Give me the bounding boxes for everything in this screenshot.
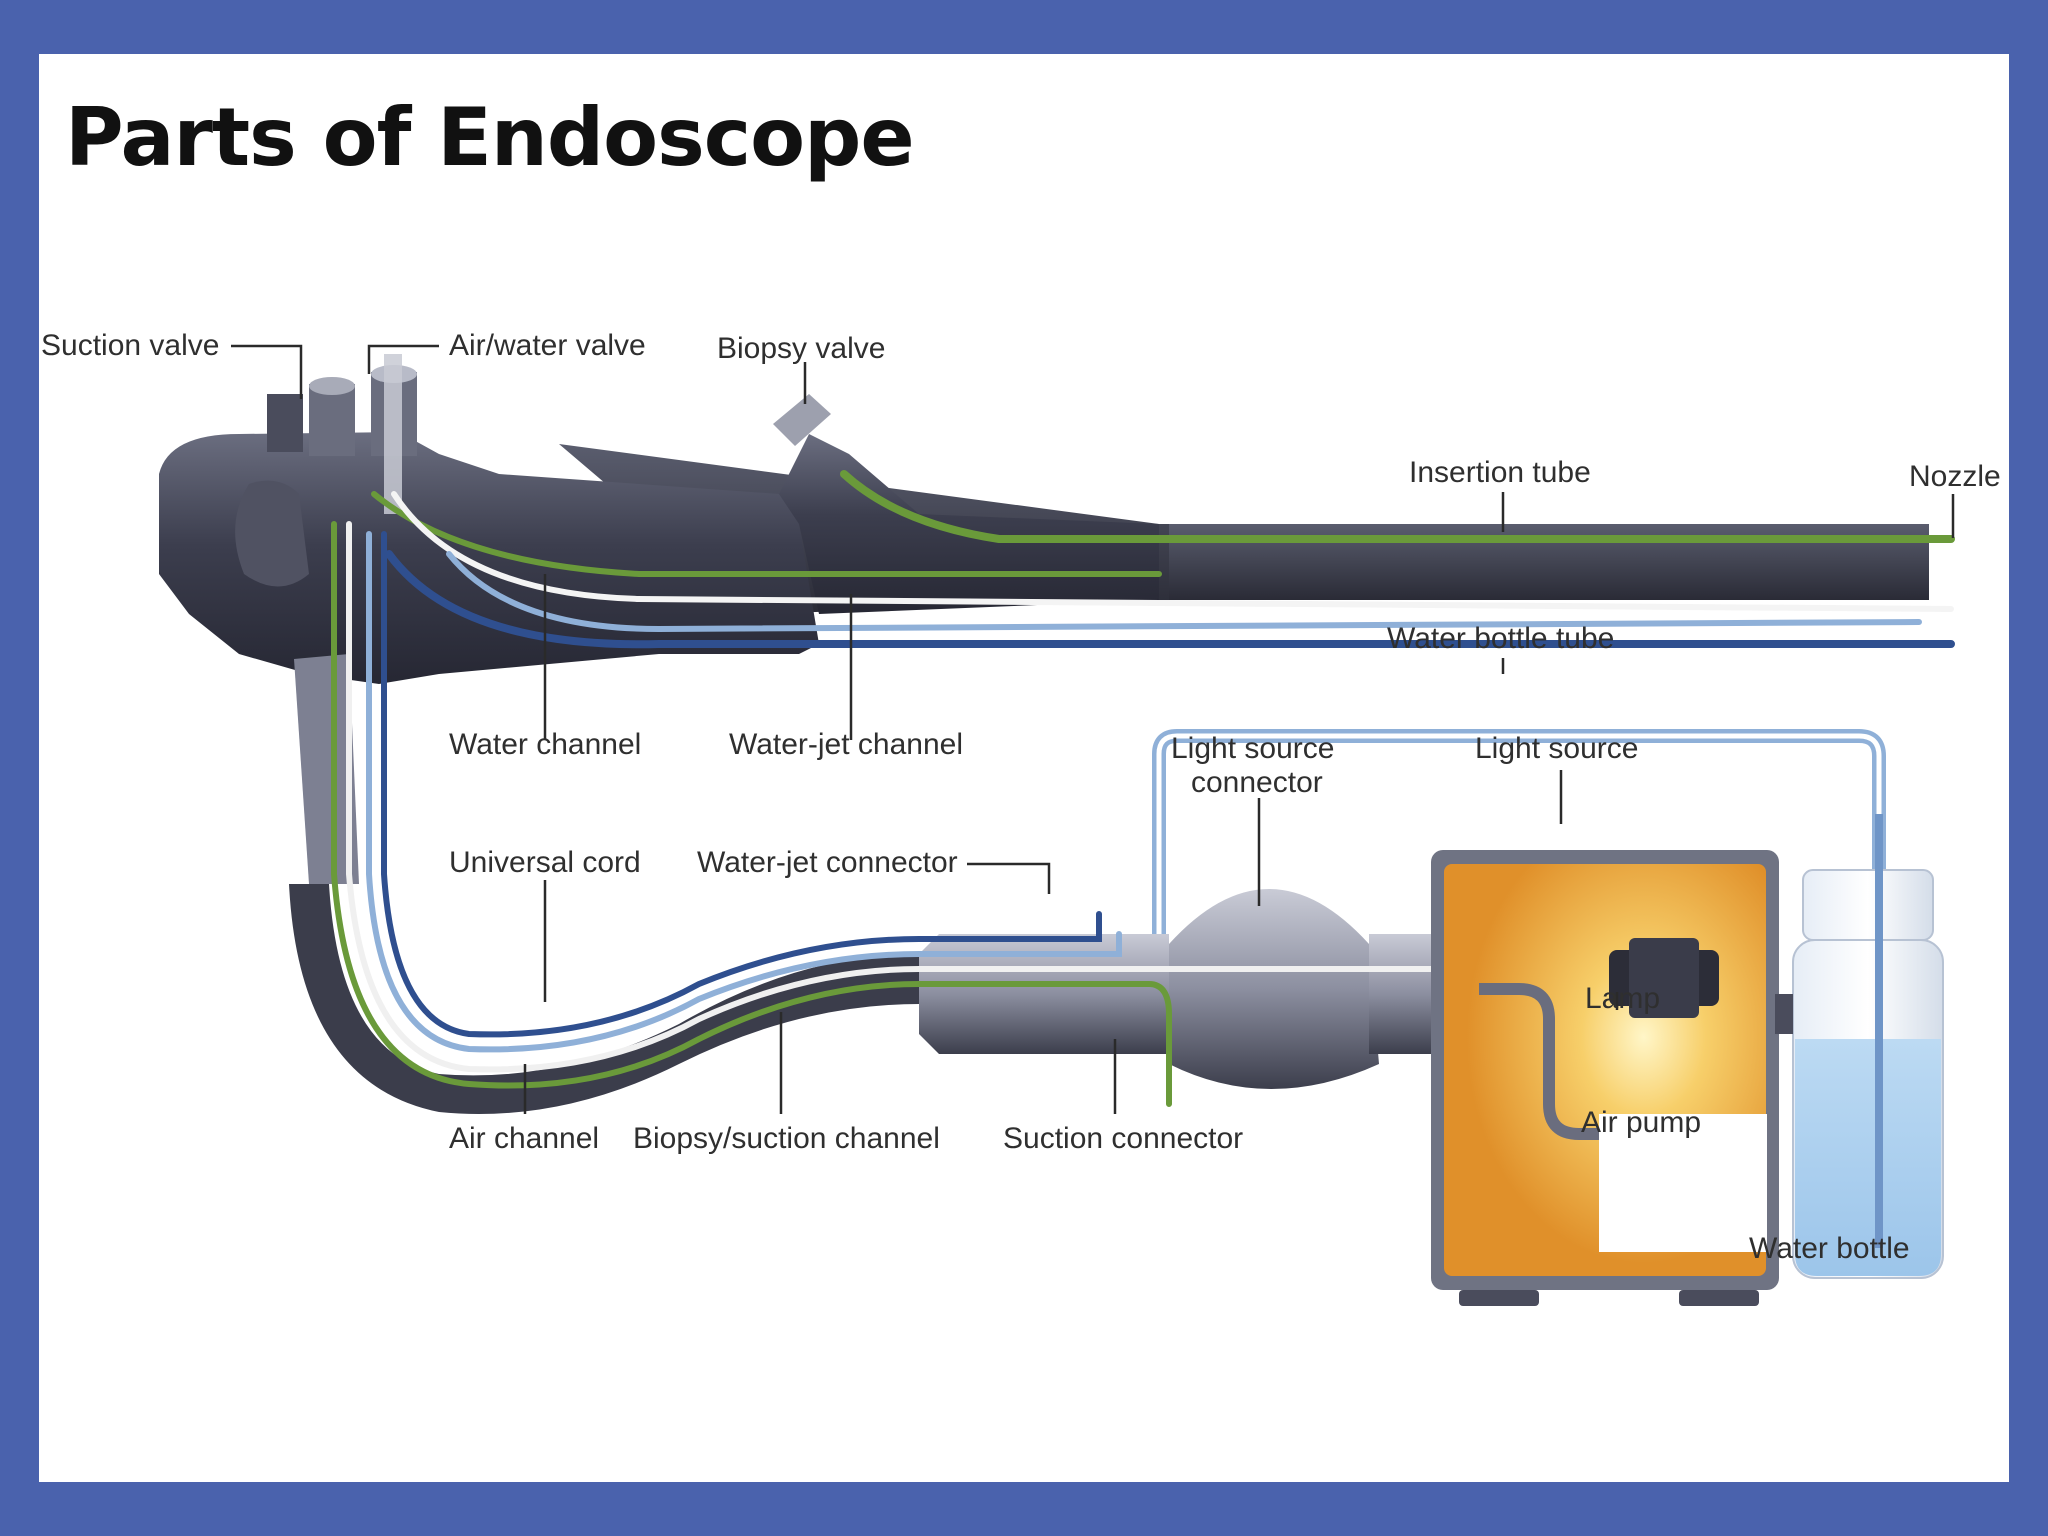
label-suction-connector: Suction connector bbox=[1003, 1122, 1243, 1155]
label-water-bottle-tube: Water bottle tube bbox=[1387, 622, 1614, 655]
water-bottle-tube bbox=[1152, 729, 1886, 1234]
label-water-jet-channel: Water-jet channel bbox=[729, 728, 963, 761]
label-insertion-tube: Insertion tube bbox=[1409, 456, 1591, 489]
label-nozzle: Nozzle bbox=[1909, 460, 2001, 493]
label-light-source: Light source bbox=[1475, 732, 1638, 765]
label-water-channel: Water channel bbox=[449, 728, 641, 761]
slide: Parts of Endoscope bbox=[39, 54, 2009, 1482]
water-bottle bbox=[1775, 814, 1944, 1279]
channel-lines bbox=[331, 470, 1955, 1107]
endoscope-diagram: Suction valve Air/water valve Biopsy val… bbox=[41, 329, 2001, 1306]
label-air-channel: Air channel bbox=[449, 1122, 599, 1155]
label-air-pump: Air pump bbox=[1581, 1106, 1701, 1139]
label-suction-valve: Suction valve bbox=[41, 329, 219, 362]
label-biopsy-valve: Biopsy valve bbox=[717, 332, 885, 365]
label-air-water-valve: Air/water valve bbox=[449, 329, 646, 362]
label-water-bottle: Water bottle bbox=[1749, 1232, 1910, 1265]
light-source-box bbox=[1431, 850, 1779, 1306]
leader-lines bbox=[231, 344, 1955, 1114]
diagram-labels: Suction valve Air/water valve Biopsy val… bbox=[41, 329, 2001, 1265]
label-light-source-connector-line1: Light source bbox=[1171, 732, 1334, 765]
control-body bbox=[159, 354, 1159, 884]
label-light-source-connector-line2: connector bbox=[1191, 766, 1323, 799]
label-water-jet-connector: Water-jet connector bbox=[697, 846, 958, 879]
universal-cord bbox=[289, 884, 919, 1114]
label-biopsy-suction-channel: Biopsy/suction channel bbox=[633, 1122, 940, 1155]
page-title: Parts of Endoscope bbox=[65, 91, 915, 184]
label-universal-cord: Universal cord bbox=[449, 846, 641, 879]
label-lamp: Lamp bbox=[1585, 982, 1660, 1015]
